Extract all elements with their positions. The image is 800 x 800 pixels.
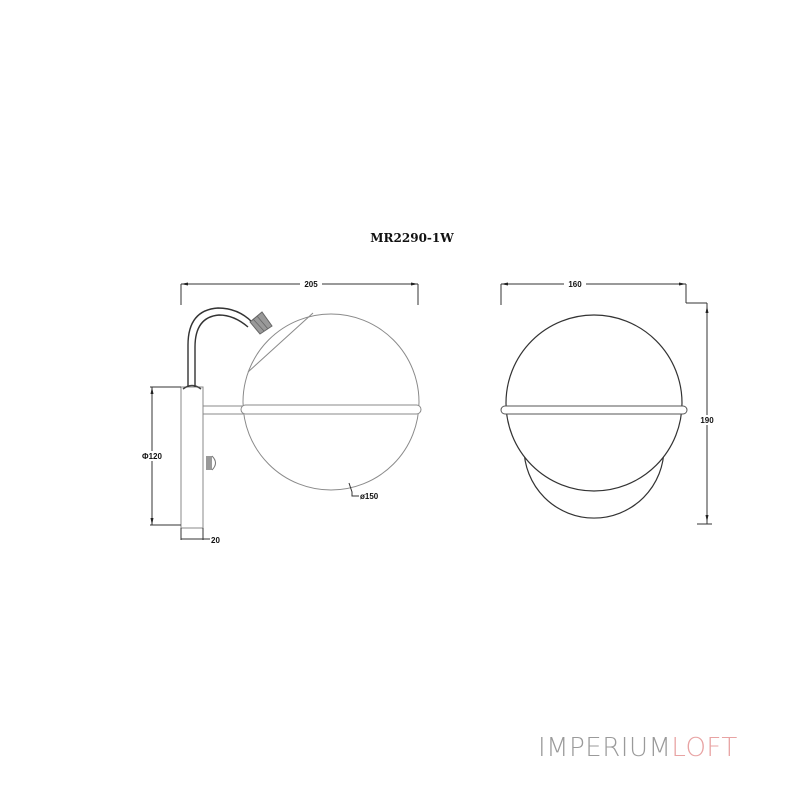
side-view: 205 xyxy=(139,279,422,545)
backplate-depth-dimension: 20 xyxy=(180,528,220,545)
backplate-diameter-label: Φ120 xyxy=(142,452,162,461)
logo-part-imperium: IMPERIUM xyxy=(538,733,672,763)
globe-front xyxy=(505,314,683,492)
backplate-diameter-dimension: Φ120 xyxy=(139,386,181,526)
ring-side xyxy=(240,404,422,415)
front-width-label: 160 xyxy=(568,280,582,289)
logo-part-loft: LOFT xyxy=(671,733,738,763)
globe-diameter-leader: ø150 xyxy=(348,482,379,501)
socket xyxy=(249,311,273,335)
backplate-depth-label: 20 xyxy=(211,536,220,545)
ring-front xyxy=(500,405,688,415)
height-label: 190 xyxy=(700,416,714,425)
width-dimension-160: 160 xyxy=(500,279,687,305)
front-view: 160 190 xyxy=(500,279,716,525)
globe-side xyxy=(242,313,420,491)
brand-logo: IMPERIUMLOFT xyxy=(538,733,738,763)
backplate xyxy=(180,386,204,529)
switch-icon xyxy=(206,455,216,471)
height-dimension-190: 190 xyxy=(686,302,716,525)
globe-diameter-label: ø150 xyxy=(360,492,379,501)
backplate-front xyxy=(523,447,665,519)
width-dimension-205: 205 xyxy=(180,279,419,305)
model-title: MR2290-1W xyxy=(370,231,454,245)
width-label: 205 xyxy=(304,280,318,289)
